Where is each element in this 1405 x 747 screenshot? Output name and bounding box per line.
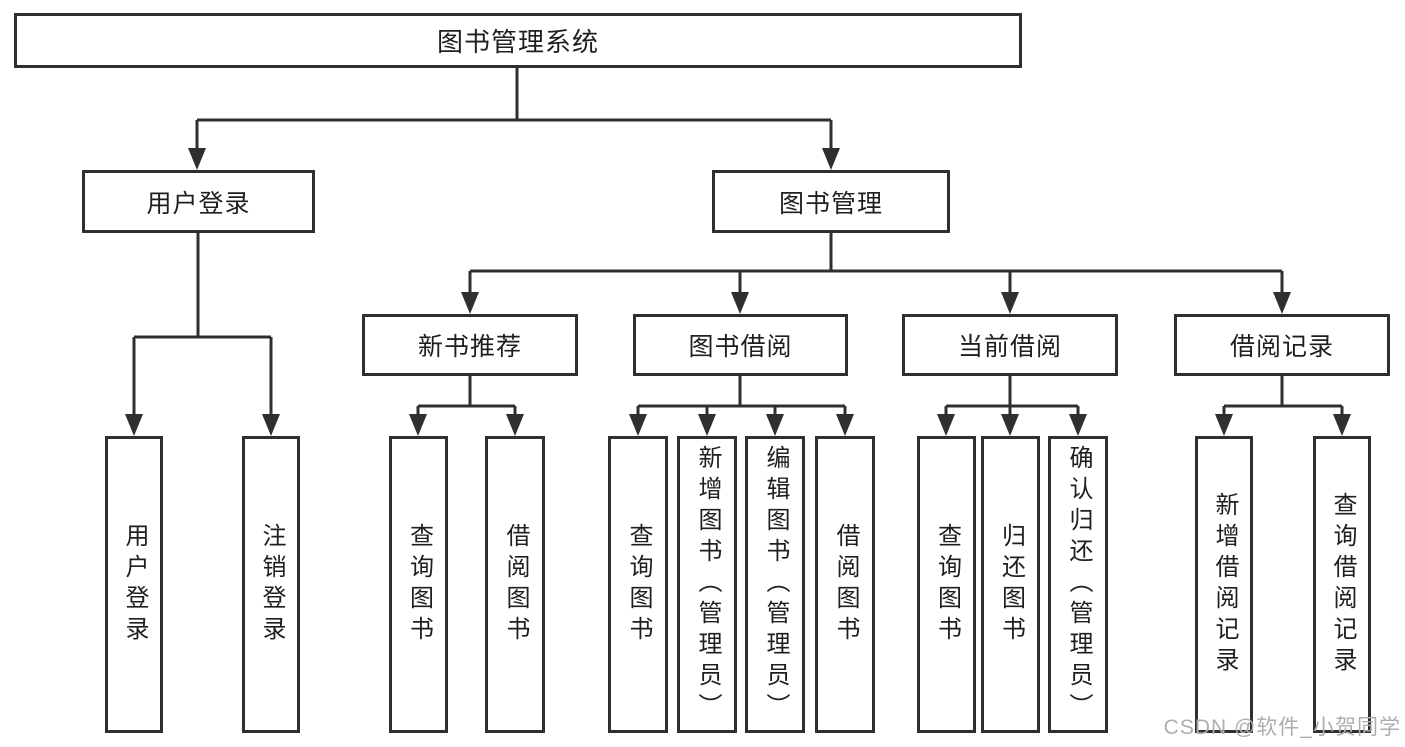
node-borrowing-records: 借阅记录: [1174, 314, 1390, 376]
leaf-return-books: 归还图书: [981, 436, 1040, 733]
node-book-borrowing: 图书借阅: [633, 314, 848, 376]
leaf-query-books-recommend: 查询图书: [389, 436, 448, 733]
leaf-add-borrow-record: 新增借阅记录: [1195, 436, 1253, 733]
leaf-query-borrow-record: 查询借阅记录: [1313, 436, 1371, 733]
leaf-borrow-books-recommend: 借阅图书: [485, 436, 545, 733]
watermark: CSDN @软件_小贺同学: [1163, 716, 1401, 739]
node-new-book-recommend: 新书推荐: [362, 314, 578, 376]
leaf-borrow-books: 借阅图书: [815, 436, 875, 733]
node-user-login: 用户登录: [82, 170, 315, 233]
leaf-query-books-current: 查询图书: [917, 436, 976, 733]
leaf-query-books-borrowing: 查询图书: [608, 436, 668, 733]
leaf-logout: 注销登录: [242, 436, 300, 733]
leaf-add-books-admin: 新增图书（管理员）: [677, 436, 737, 733]
node-library-system: 图书管理系统: [14, 13, 1022, 68]
node-current-borrowing: 当前借阅: [902, 314, 1118, 376]
node-book-management: 图书管理: [712, 170, 950, 233]
leaf-confirm-return-admin: 确认归还（管理员）: [1048, 436, 1108, 733]
leaf-edit-books-admin: 编辑图书（管理员）: [745, 436, 805, 733]
leaf-user-login: 用户登录: [105, 436, 163, 733]
